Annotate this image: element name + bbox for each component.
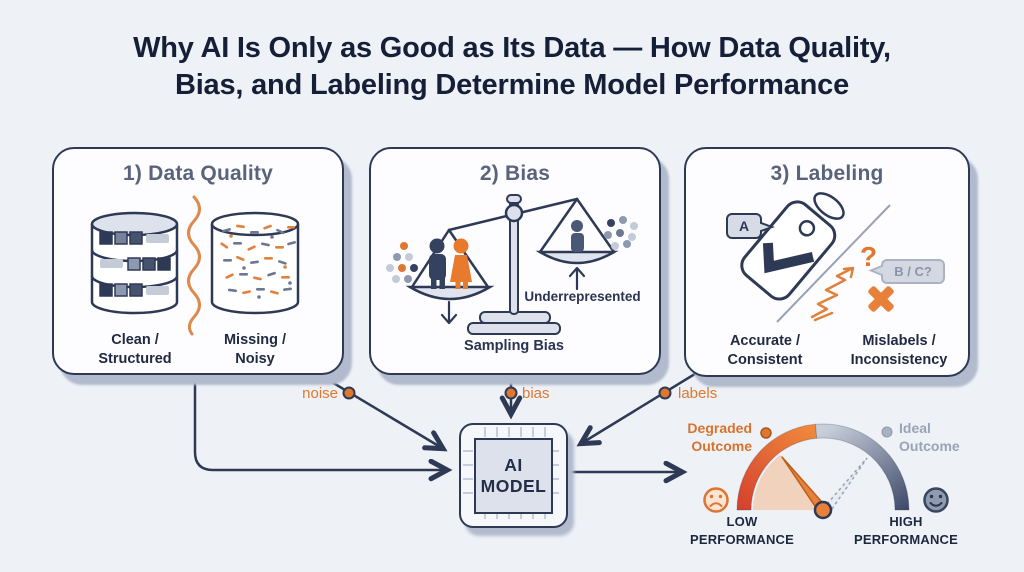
ghost-needle — [825, 457, 868, 511]
question-mark-icon: ? — [860, 241, 878, 272]
title-line-2: Bias, and Labeling Determine Model Perfo… — [174, 68, 850, 101]
majority-dots-cluster — [386, 242, 418, 283]
card-labeling: 3) Labeling A B / C? ? A — [684, 147, 970, 377]
labels-dot — [658, 386, 672, 400]
scribble-arrow-icon — [810, 266, 855, 322]
checkmark-icon — [762, 242, 815, 274]
label-tag-icon — [740, 200, 837, 301]
label-bc-bubble — [868, 259, 945, 284]
clean-structured-label: Clean / Structured — [98, 332, 172, 367]
card-bias: 2) Bias — [369, 147, 661, 375]
labels-arrow-label: labels — [678, 385, 718, 402]
bias-arrow-label: bias — [522, 385, 550, 402]
card-data-quality-heading: 1) Data Quality — [122, 162, 274, 185]
chip-pins — [463, 427, 559, 519]
ideal-dot — [881, 426, 893, 438]
page-title: Why AI Is Only as Good as Its Data — How… — [0, 30, 1024, 103]
sad-face-icon — [703, 487, 729, 513]
mislabels-inconsistency-label: Mislabels / Inconsistency — [850, 333, 948, 368]
down-arrow-icon — [440, 300, 458, 325]
card-data-quality: 1) Data Quality — [52, 147, 344, 375]
degraded-dot — [760, 427, 772, 439]
noise-arrow-label: noise — [302, 385, 338, 402]
needle-pivot — [813, 500, 833, 520]
data-quality-illustration — [90, 195, 300, 336]
up-arrow-icon — [568, 266, 586, 291]
high-performance-label: HIGH PERFORMANCE — [853, 514, 959, 547]
tag-string-loop — [813, 192, 845, 220]
majority-group-figures — [429, 238, 472, 289]
title-line-1: Why AI Is Only as Good as Its Data — How… — [133, 32, 891, 64]
degraded-wedge — [753, 455, 823, 510]
degraded-outcome-label: Degraded Outcome — [687, 420, 752, 454]
performance-gauge — [703, 423, 949, 520]
ideal-outcome-label: Ideal Outcome — [899, 420, 960, 454]
underrepresented-label: Underrepresented — [524, 289, 641, 304]
minority-dots-cluster — [604, 216, 638, 250]
labeling-illustration — [726, 192, 945, 323]
diagonal-divider — [776, 204, 891, 323]
left-pan — [405, 285, 495, 301]
happy-face-icon — [923, 487, 949, 513]
clean-data-arrow — [193, 371, 453, 482]
label-a-text: A — [738, 217, 750, 234]
labels-arrow — [576, 367, 704, 447]
underrepresented-figure — [571, 220, 584, 252]
ai-model-chip: AI MODEL — [459, 423, 568, 528]
noise-specks — [220, 224, 296, 299]
scale-base — [467, 322, 561, 335]
wavy-divider — [187, 195, 201, 336]
noise-dot — [342, 386, 356, 400]
balance-scale-icon — [386, 194, 638, 335]
scale-pivot — [504, 203, 524, 223]
ai-model-label: AI MODEL — [474, 438, 553, 514]
gauge-high-band — [814, 423, 910, 511]
sampling-bias-label: Sampling Bias — [464, 338, 564, 354]
accurate-consistent-label: Accurate / Consistent — [727, 333, 803, 368]
bias-dot — [504, 386, 518, 400]
card-labeling-heading: 3) Labeling — [770, 162, 884, 185]
label-bc-text: B / C? — [894, 264, 932, 279]
label-a-bubble — [726, 213, 775, 239]
low-performance-label: LOW PERFORMANCE — [689, 514, 795, 547]
missing-noisy-label: Missing / Noisy — [223, 332, 287, 367]
x-mark-icon — [868, 286, 894, 312]
noise-arrow — [309, 367, 448, 452]
right-pan — [535, 250, 619, 265]
card-bias-heading: 2) Bias — [479, 162, 551, 185]
